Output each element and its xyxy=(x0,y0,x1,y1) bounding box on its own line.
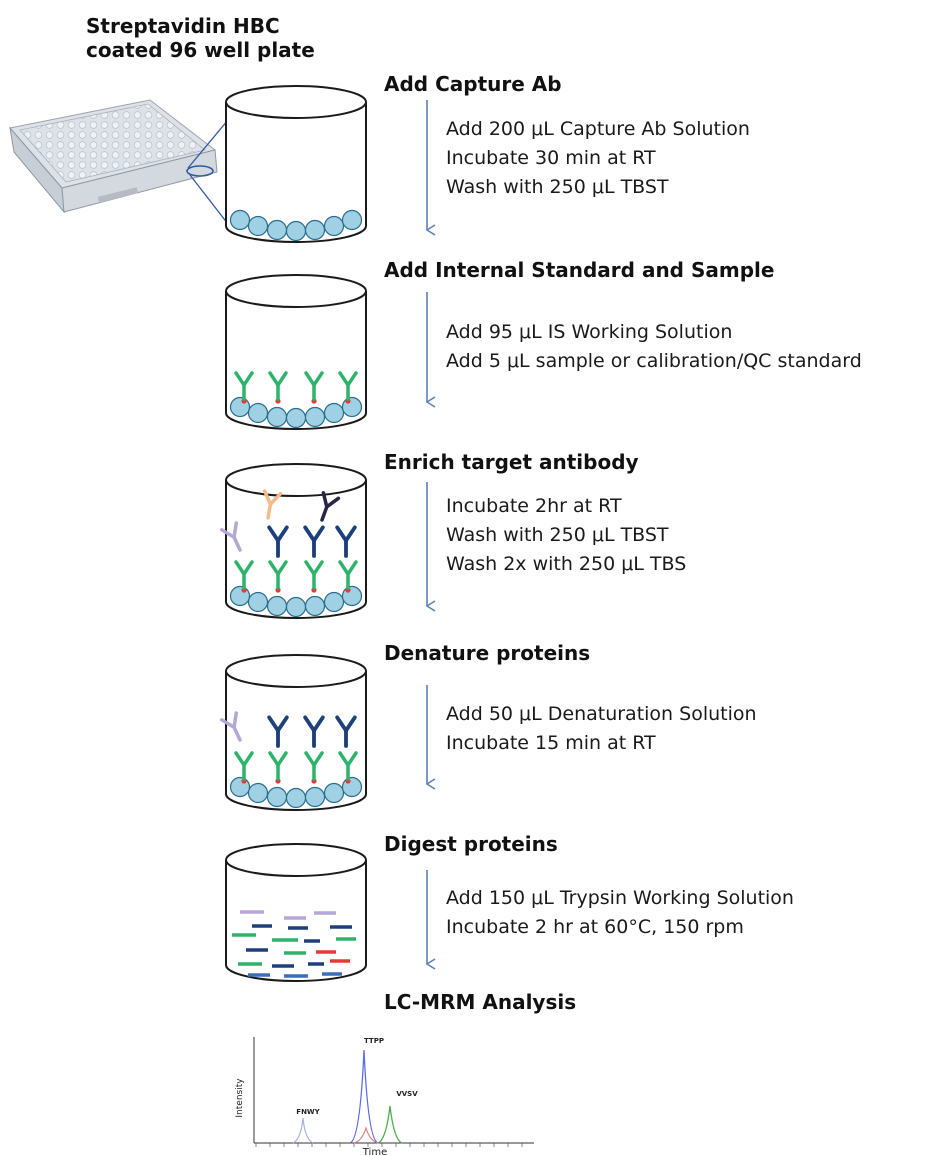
capture-antibody xyxy=(268,560,288,590)
peak-label-fnwy: FNWY xyxy=(296,1108,320,1116)
peak-vvsv xyxy=(377,1105,403,1144)
plate-title-line-1: Streptavidin HBC xyxy=(86,14,280,38)
bead xyxy=(341,396,363,418)
bead xyxy=(304,595,326,617)
bead xyxy=(341,209,363,231)
well-2 xyxy=(225,274,367,430)
peak-label-ttpp: TTPP xyxy=(364,1037,384,1045)
instruction-line: Add 5 μL sample or calibration/QC standa… xyxy=(446,350,862,372)
instruction-line: Add 200 μL Capture Ab Solution xyxy=(446,118,750,140)
step-instructions-is-sample: Add 95 μL IS Working Solution Add 5 μL s… xyxy=(446,318,862,376)
step-instructions-enrich: Incubate 2hr at RT Wash with 250 μL TBST… xyxy=(446,492,686,579)
bead xyxy=(266,786,288,808)
well-plate-image xyxy=(9,99,218,214)
bead xyxy=(229,396,251,418)
bead xyxy=(266,595,288,617)
peak-label-vvsv: VVSV xyxy=(396,1090,418,1098)
bead xyxy=(323,591,345,613)
chromatogram: Intensity Time FNWY TTPP VVSV xyxy=(235,1037,534,1156)
plate-title-line-2: coated 96 well plate xyxy=(86,38,315,62)
bead xyxy=(229,776,251,798)
target-antibody xyxy=(267,525,289,558)
orange-antibody xyxy=(262,489,283,520)
lavender-antibody xyxy=(220,711,242,742)
step-heading-enrich: Enrich target antibody xyxy=(384,450,639,474)
capture-antibody xyxy=(234,371,254,401)
capture-antibody xyxy=(338,371,358,401)
capture-antibody xyxy=(234,751,254,781)
bead xyxy=(229,209,251,231)
bead xyxy=(304,219,326,241)
capture-antibody xyxy=(338,751,358,781)
target-antibody xyxy=(303,715,325,748)
step-instructions-digest: Add 150 μL Trypsin Working Solution Incu… xyxy=(446,884,794,942)
instruction-line: Incubate 15 min at RT xyxy=(446,732,656,754)
bead xyxy=(266,406,288,428)
capture-antibody xyxy=(304,560,324,590)
bead xyxy=(247,782,269,804)
bead xyxy=(304,786,326,808)
instruction-line: Add 50 μL Denaturation Solution xyxy=(446,703,757,725)
bead xyxy=(285,407,307,429)
capture-antibody xyxy=(268,371,288,401)
instruction-line: Add 150 μL Trypsin Working Solution xyxy=(446,887,794,909)
target-antibody xyxy=(303,525,325,558)
instruction-line: Incubate 30 min at RT xyxy=(446,147,656,169)
analysis-heading: LC-MRM Analysis xyxy=(384,990,577,1014)
instruction-line: Add 95 μL IS Working Solution xyxy=(446,321,733,343)
step-heading-is-sample: Add Internal Standard and Sample xyxy=(384,258,775,282)
bead xyxy=(323,215,345,237)
capture-antibody xyxy=(304,371,324,401)
peptide-layer xyxy=(232,910,356,978)
step-heading-denature: Denature proteins xyxy=(384,641,591,665)
peak-ttpp-secondary xyxy=(353,1126,379,1144)
capture-antibody xyxy=(234,560,254,590)
well-4 xyxy=(225,654,367,811)
target-antibody xyxy=(335,525,357,558)
step-heading-digest: Digest proteins xyxy=(384,832,558,856)
instruction-line: Wash with 250 μL TBST xyxy=(446,176,669,198)
bead xyxy=(323,782,345,804)
beads-layer xyxy=(229,209,363,809)
chromatogram-ylabel: Intensity xyxy=(235,1078,245,1118)
instruction-line: Incubate 2hr at RT xyxy=(446,495,622,517)
instruction-line: Wash with 250 μL TBST xyxy=(446,524,669,546)
capture-antibody xyxy=(338,560,358,590)
instruction-line: Incubate 2 hr at 60°C, 150 rpm xyxy=(446,916,744,938)
lavender-antibody xyxy=(220,521,242,552)
step-instructions-capture: Add 200 μL Capture Ab Solution Incubate … xyxy=(446,115,750,202)
peak-ttpp xyxy=(349,1049,379,1144)
zoom-indicator xyxy=(186,165,214,177)
chromatogram-xlabel: Time xyxy=(362,1147,387,1156)
bead xyxy=(341,776,363,798)
bead xyxy=(247,402,269,424)
plate-title: Streptavidin HBC coated 96 well plate xyxy=(86,14,315,62)
bead xyxy=(247,591,269,613)
capture-antibody xyxy=(268,751,288,781)
target-antibody xyxy=(335,715,357,748)
target-antibody xyxy=(267,715,289,748)
bead xyxy=(285,220,307,242)
bead xyxy=(229,585,251,607)
step-instructions-denature: Add 50 μL Denaturation Solution Incubate… xyxy=(446,700,757,758)
bead xyxy=(285,787,307,809)
bead xyxy=(323,402,345,424)
bead xyxy=(304,406,326,428)
purple-antibody xyxy=(320,491,341,522)
well-1 xyxy=(225,85,367,243)
bead xyxy=(247,215,269,237)
peak-fnwy xyxy=(292,1117,314,1144)
step-heading-capture: Add Capture Ab xyxy=(384,72,562,96)
antibody-layer xyxy=(220,371,358,784)
instruction-line: Wash 2x with 250 μL TBS xyxy=(446,553,687,575)
bead xyxy=(266,219,288,241)
capture-antibody xyxy=(304,751,324,781)
well-3 xyxy=(225,463,367,619)
bead xyxy=(341,585,363,607)
bead xyxy=(285,596,307,618)
